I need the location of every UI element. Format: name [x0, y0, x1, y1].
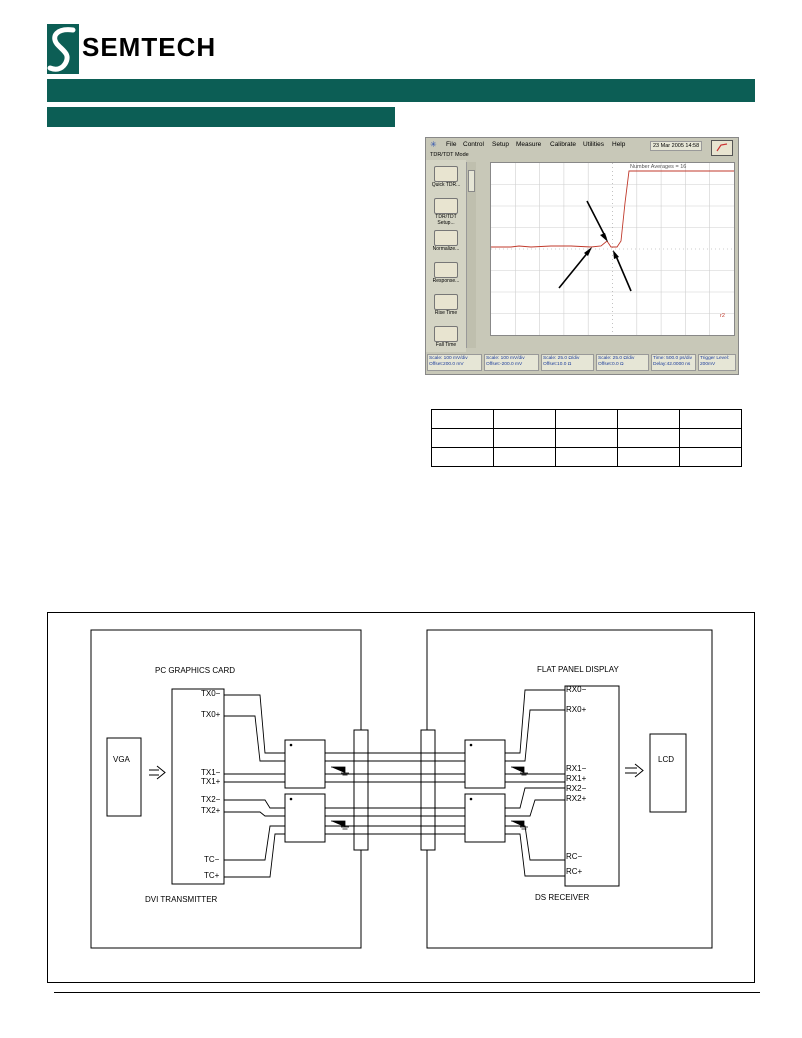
setup-icon: [434, 198, 458, 214]
vga-label: VGA: [113, 755, 130, 764]
pin-rx1-plus: RX1+: [566, 774, 587, 783]
waveform-plot: Number Averages = 16 r2: [490, 162, 735, 336]
menu-measure[interactable]: Measure: [516, 141, 542, 148]
pin-tx0-plus: TX0+: [201, 710, 221, 719]
pin-tc-plus: TC+: [204, 871, 220, 880]
menu-control[interactable]: Control: [463, 141, 484, 148]
brand-name: SEMTECH: [82, 32, 217, 62]
response-button[interactable]: Response...: [428, 260, 464, 300]
status-trigger[interactable]: Trigger Level:200mV: [698, 354, 736, 371]
data-table: [431, 409, 742, 467]
scope-star-icon: ✳: [430, 140, 437, 149]
marker-label: r2: [720, 313, 725, 319]
step-icon: [434, 166, 458, 182]
pin-tc-minus: TC−: [204, 855, 220, 864]
pin-rx2-plus: RX2+: [566, 794, 587, 803]
semtech-logo-icon: [47, 24, 79, 74]
response-icon: [434, 262, 458, 278]
checkmark-icon: [716, 143, 728, 152]
scroll-thumb[interactable]: [468, 170, 475, 192]
pin-rx1-minus: RX1−: [566, 764, 587, 773]
section-band: [47, 107, 395, 127]
lcd-label: LCD: [658, 755, 675, 764]
pin-rx0-minus: RX0−: [566, 685, 587, 694]
tool-scrollbar[interactable]: [466, 162, 476, 348]
oscilloscope-screenshot: ✳ File Control Setup Measure Calibrate U…: [425, 137, 739, 375]
footer-rule: [54, 992, 760, 993]
menu-setup[interactable]: Setup: [492, 141, 509, 148]
pin-tx2-minus: TX2−: [201, 795, 221, 804]
menu-file[interactable]: File: [446, 141, 457, 148]
pin-tx1-plus: TX1+: [201, 777, 221, 786]
scope-datetime: 23 Mar 2005 14:58: [650, 141, 703, 151]
normalize-icon: [434, 230, 458, 246]
pin-rc-minus: RC−: [566, 852, 583, 861]
table-row: [431, 447, 742, 467]
right-box-caption: DS RECEIVER: [535, 893, 590, 902]
left-box-caption: DVI TRANSMITTER: [145, 895, 218, 904]
pin-rx2-minus: RX2−: [566, 784, 587, 793]
menu-utilities[interactable]: Utilities: [583, 141, 604, 148]
dvi-schematic: [47, 612, 755, 983]
menu-calibrate[interactable]: Calibrate: [550, 141, 577, 148]
rise-icon: [434, 294, 458, 310]
scope-mode-label: TDR/TDT Mode: [430, 152, 469, 158]
waveform-svg: [491, 163, 734, 335]
fall-icon: [434, 326, 458, 342]
tool-palette: Quick TDR... TDR/TDT Setup... Normalize.…: [426, 160, 466, 352]
pin-tx1-minus: TX1−: [201, 768, 221, 777]
pin-rx0-plus: RX0+: [566, 705, 587, 714]
tdr-setup-button[interactable]: TDR/TDT Setup...: [428, 196, 464, 236]
pin-tx2-plus: TX2+: [201, 806, 221, 815]
menu-help[interactable]: Help: [612, 141, 626, 148]
header-band: [47, 79, 755, 102]
left-box-title: PC GRAPHICS CARD: [155, 666, 236, 675]
table-row: [431, 428, 742, 448]
pin-tx0-minus: TX0−: [201, 689, 221, 698]
normalize-button[interactable]: Normalize...: [428, 228, 464, 268]
rise-time-button[interactable]: Rise Time: [428, 292, 464, 332]
averages-label: Number Averages = 16: [630, 164, 687, 170]
scope-corner-button[interactable]: [711, 140, 733, 156]
table-row: [431, 409, 742, 429]
pin-rc-plus: RC+: [566, 867, 583, 876]
quick-tdr-button[interactable]: Quick TDR...: [428, 164, 464, 204]
fall-time-button[interactable]: Fall Time: [428, 324, 464, 364]
right-box-title: FLAT PANEL DISPLAY: [537, 665, 619, 674]
